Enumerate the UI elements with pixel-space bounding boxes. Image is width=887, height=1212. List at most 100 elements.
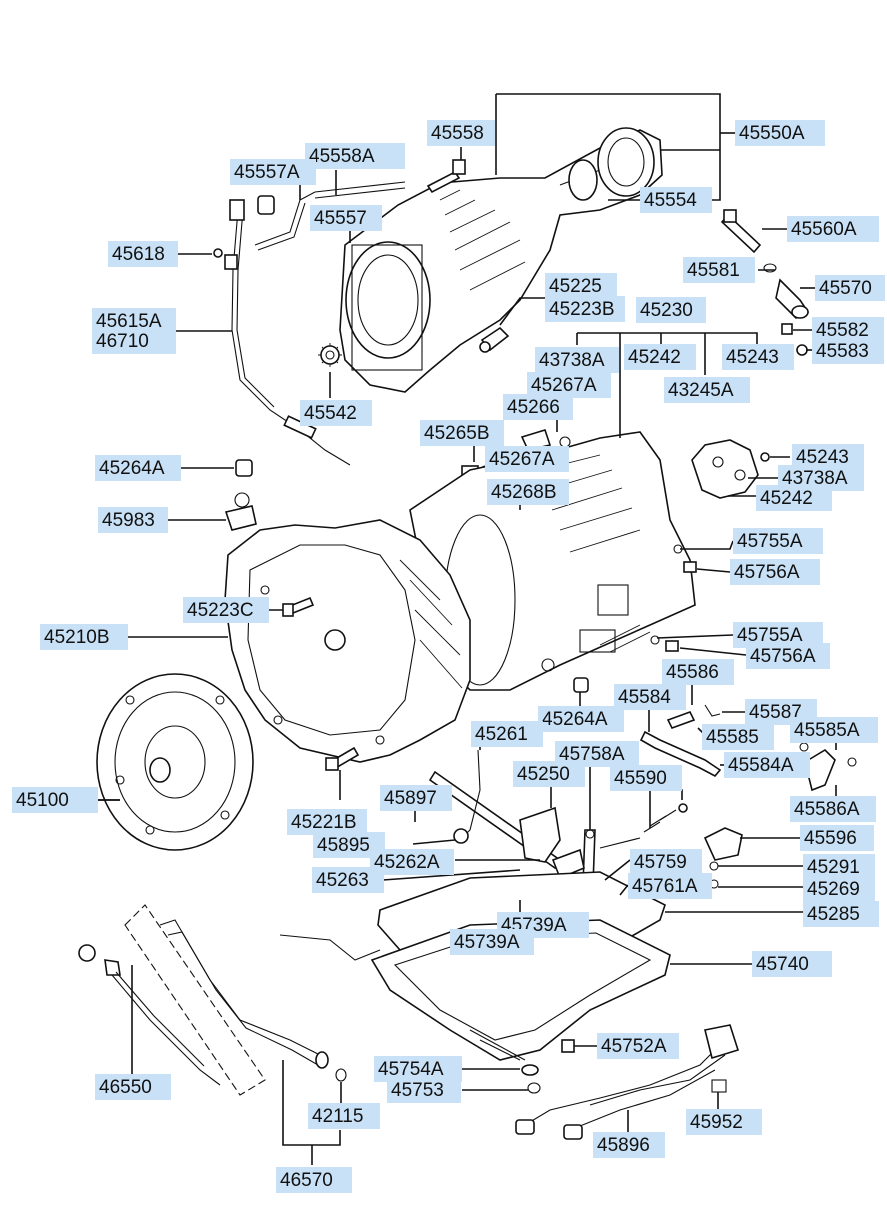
part-label-45242_top[interactable]: 45242 [624, 344, 696, 370]
part-label-45586[interactable]: 45586 [662, 659, 734, 685]
part-number-text: 45585A [794, 720, 860, 741]
part-label-45586a[interactable]: 45586A [790, 796, 876, 822]
part-label-46550[interactable]: 46550 [95, 1074, 171, 1100]
part-label-background [640, 187, 712, 213]
part-label-45584[interactable]: 45584 [614, 684, 686, 710]
part-label-background [92, 328, 176, 354]
part-label-background [730, 559, 820, 585]
part-number-text: 45269 [807, 879, 860, 900]
part-label-background [95, 455, 181, 481]
part-label-45753[interactable]: 45753 [387, 1077, 461, 1103]
part-label-45756a_bot[interactable]: 45756A [746, 643, 830, 669]
part-label-45570[interactable]: 45570 [815, 275, 885, 301]
part-label-45263[interactable]: 45263 [312, 867, 384, 893]
part-label-45756a_top[interactable]: 45756A [730, 559, 820, 585]
part-label-45267a_top[interactable]: 45267A [527, 372, 611, 398]
part-label-45983[interactable]: 45983 [98, 507, 168, 533]
speed-sensor-45225 [479, 326, 510, 353]
part-number-text: 45753 [391, 1080, 444, 1101]
part-label-background [636, 297, 706, 323]
part-label-45291[interactable]: 45291 [803, 854, 875, 880]
part-label-42115[interactable]: 42115 [308, 1103, 380, 1129]
part-label-45264a_left[interactable]: 45264A [95, 455, 181, 481]
part-label-45761a[interactable]: 45761A [628, 873, 712, 899]
part-label-background [471, 721, 543, 747]
part-label-45752a[interactable]: 45752A [597, 1033, 679, 1059]
part-number-text: 45558A [309, 146, 375, 167]
pipe-45558A [314, 181, 406, 199]
part-label-45585a[interactable]: 45585A [790, 717, 878, 743]
part-label-45560a[interactable]: 45560A [787, 216, 879, 242]
part-label-43245a[interactable]: 43245A [664, 377, 750, 403]
part-label-45897[interactable]: 45897 [380, 785, 452, 811]
part-label-45558a[interactable]: 45558A [305, 143, 405, 169]
part-label-45583[interactable]: 45583 [812, 338, 884, 364]
part-label-45740[interactable]: 45740 [752, 951, 832, 977]
part-label-background [310, 205, 382, 231]
part-label-45558[interactable]: 45558 [427, 120, 495, 146]
part-number-text: 45590 [614, 768, 667, 789]
part-label-45759[interactable]: 45759 [630, 849, 702, 875]
part-number-text: 45266 [507, 397, 560, 418]
part-label-background [538, 706, 624, 732]
part-label-background [98, 507, 168, 533]
part-label-45268b[interactable]: 45268B [487, 479, 569, 505]
part-label-45242_right[interactable]: 45242 [756, 485, 832, 511]
part-label-46570[interactable]: 46570 [276, 1167, 352, 1193]
part-label-45221b[interactable]: 45221B [287, 809, 367, 835]
part-label-45896[interactable]: 45896 [593, 1132, 665, 1158]
part-label-45250[interactable]: 45250 [513, 761, 585, 787]
part-label-background [450, 929, 534, 955]
part-label-45100[interactable]: 45100 [12, 787, 98, 813]
part-label-45585[interactable]: 45585 [702, 724, 774, 750]
part-label-45267a_mid[interactable]: 45267A [485, 446, 569, 472]
part-number-text: 45230 [640, 300, 693, 321]
part-label-45618[interactable]: 45618 [108, 241, 178, 267]
part-label-background [308, 1103, 380, 1129]
part-label-45952[interactable]: 45952 [686, 1109, 762, 1135]
part-label-45584a[interactable]: 45584A [724, 752, 810, 778]
part-label-46710[interactable]: 46710 [92, 328, 176, 354]
part-label-45243_top[interactable]: 45243 [722, 344, 794, 370]
part-label-45266[interactable]: 45266 [503, 394, 573, 420]
part-label-45261[interactable]: 45261 [471, 721, 543, 747]
part-label-45264a_mid[interactable]: 45264A [538, 706, 624, 732]
part-label-45755a_top[interactable]: 45755A [733, 528, 823, 554]
part-label-45223b[interactable]: 45223B [545, 296, 625, 322]
part-label-45554[interactable]: 45554 [640, 187, 712, 213]
part-label-background [735, 120, 825, 146]
part-label-background [183, 597, 269, 623]
part-label-45596[interactable]: 45596 [800, 825, 874, 851]
part-number-text: 45223C [187, 600, 254, 621]
part-label-45269[interactable]: 45269 [803, 876, 875, 902]
part-label-45590[interactable]: 45590 [610, 765, 682, 791]
part-label-45265b[interactable]: 45265B [420, 420, 504, 446]
part-label-45557a[interactable]: 45557A [230, 159, 316, 185]
part-number-text: 45221B [291, 812, 357, 833]
part-label-45210b[interactable]: 45210B [40, 624, 128, 650]
part-label-45225[interactable]: 45225 [545, 273, 617, 299]
switch-45586A [799, 742, 857, 792]
part-label-background [597, 1033, 679, 1059]
part-label-45230[interactable]: 45230 [636, 297, 706, 323]
part-number-text: 45582 [816, 320, 869, 341]
part-number-text: 45618 [112, 244, 165, 265]
part-label-45550a[interactable]: 45550A [735, 120, 825, 146]
part-label-background [790, 796, 876, 822]
part-number-text: 45586 [666, 662, 719, 683]
part-label-45542[interactable]: 45542 [300, 400, 372, 426]
part-number-text: 45897 [384, 788, 437, 809]
drain-plug [521, 1039, 575, 1094]
part-label-45557[interactable]: 45557 [310, 205, 382, 231]
part-label-background [800, 825, 874, 851]
cap-45264A-mid [573, 677, 589, 693]
part-label-45581[interactable]: 45581 [683, 257, 755, 283]
part-label-45223c[interactable]: 45223C [183, 597, 269, 623]
part-label-background [722, 344, 794, 370]
part-label-45739a_a[interactable]: 45739A [497, 912, 589, 938]
part-label-45285[interactable]: 45285 [803, 901, 879, 927]
part-number-text: 45581 [687, 260, 740, 281]
manual-shaft [428, 749, 562, 870]
part-label-45739a_b[interactable]: 45739A [450, 929, 534, 955]
part-label-43738a_top[interactable]: 43738A [535, 347, 619, 373]
